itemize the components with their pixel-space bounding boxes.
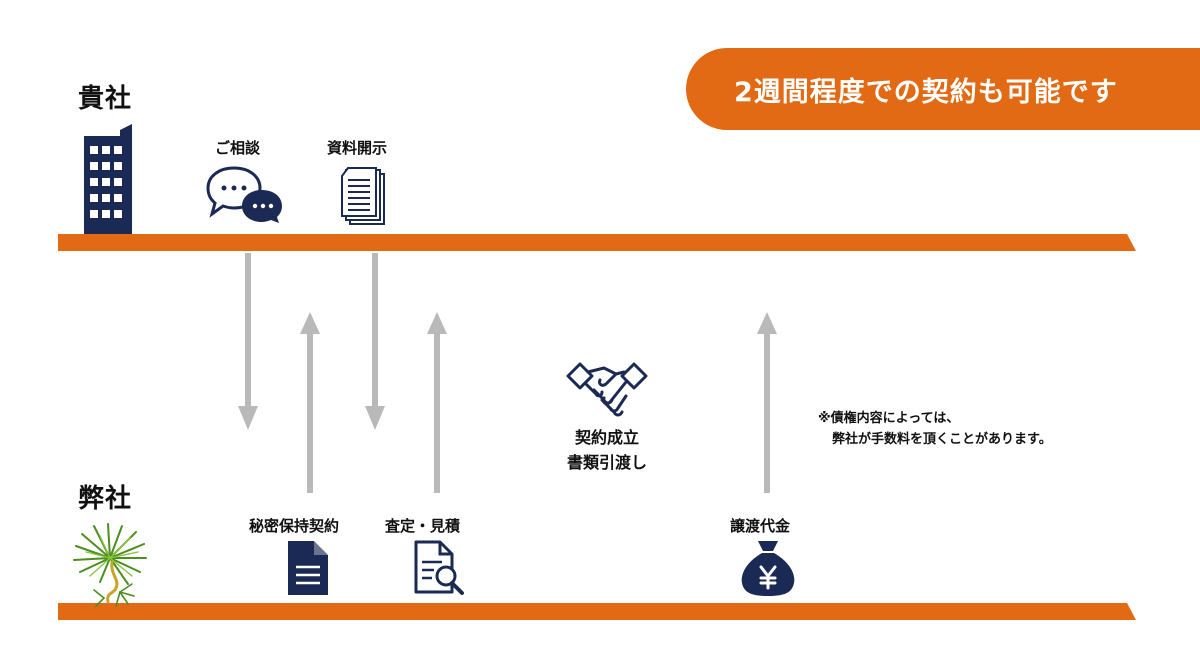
company-logo (73, 523, 147, 607)
contract-step-line1: 契約成立 (574, 428, 639, 447)
step-label-disclosure: 資料開示 (327, 139, 388, 157)
arrow-down-disclosure (365, 253, 385, 430)
money-bag-yen-icon (741, 541, 795, 596)
bottom-timeline-bar (58, 603, 1136, 620)
arrow-up-assessment (427, 312, 447, 493)
building-icon (84, 124, 132, 234)
promo-badge-text: 2週間程度での契約も可能です (734, 76, 1118, 108)
arrow-up-payment (757, 312, 777, 493)
fee-note-line1: ※債権内容によっては、 (818, 411, 960, 426)
step-label-payment: 譲渡代金 (730, 517, 791, 535)
contract-step: 契約成立 書類引渡し (548, 425, 666, 475)
document-search-icon (414, 540, 464, 595)
chat-bubbles-icon (206, 166, 282, 223)
fee-note: ※債権内容によっては、 弊社が手数料を頂くことがあります。 (818, 408, 1052, 450)
step-label-nda: 秘密保持契約 (249, 517, 340, 535)
document-icon (288, 541, 328, 595)
top-timeline-bar (58, 234, 1136, 251)
step-label-consult: ご相談 (215, 139, 261, 157)
promo-badge: 2週間程度での契約も可能です (686, 48, 1200, 130)
step-label-assessment: 査定・見積 (385, 517, 461, 535)
our-company-label: 弊社 (78, 484, 133, 514)
client-company-label: 貴社 (78, 84, 133, 114)
handshake-icon (566, 362, 648, 417)
arrow-up-nda (300, 312, 320, 493)
contract-step-line2: 書類引渡し (566, 453, 647, 472)
arrow-down-consult (238, 253, 258, 430)
flow-arrows (238, 253, 777, 493)
fee-note-line2: 弊社が手数料を頂くことがあります。 (832, 432, 1052, 447)
documents-icon (341, 167, 385, 225)
